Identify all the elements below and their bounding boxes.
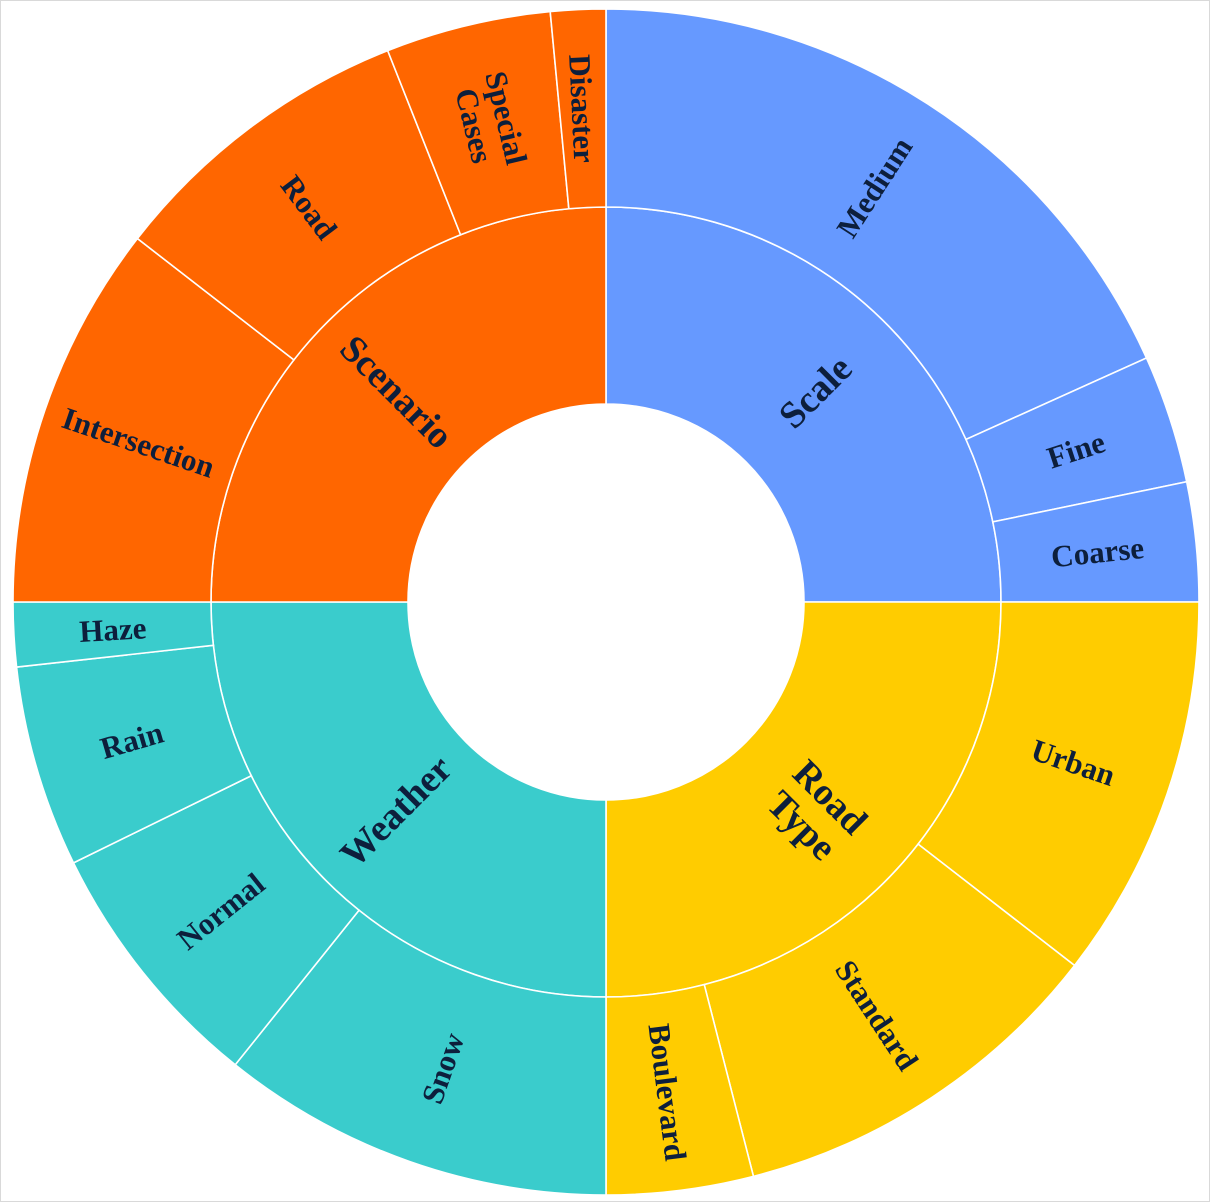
label-scenario-disaster: Disaster — [563, 54, 603, 164]
label-weather-haze: Haze — [78, 610, 147, 649]
segment-scale-medium[interactable] — [605, 8, 1148, 441]
segment-scenario-disaster[interactable] — [549, 8, 607, 210]
